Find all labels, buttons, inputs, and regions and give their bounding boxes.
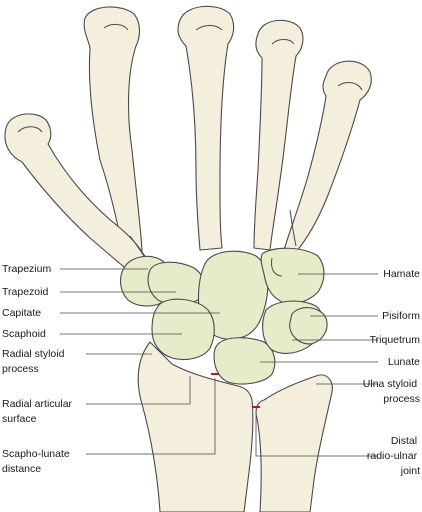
label-lunate: Lunate	[388, 356, 420, 368]
metacarpal-bones	[4, 5, 372, 273]
forearm-bones	[137, 341, 333, 512]
ulna	[255, 374, 333, 512]
label-triquetrum: Triquetrum	[370, 334, 421, 346]
label-pisiform: Pisiform	[382, 310, 420, 322]
measurement-markers	[211, 373, 260, 408]
scaphoid	[151, 298, 215, 361]
lunate	[213, 337, 276, 385]
hamate	[260, 247, 325, 305]
labels-right: Hamate Pisiform Triquetrum Lunate Ulna s…	[363, 268, 420, 477]
label-scaphoid: Scaphoid	[2, 328, 46, 340]
label-scapho-lunate: Scapho-lunate distance	[2, 448, 73, 475]
metacarpal-5	[283, 60, 372, 253]
labels-left: Trapezium Trapezoid Capitate Scaphoid Ra…	[2, 263, 75, 475]
label-radial-styloid: Radial styloid process	[2, 348, 67, 375]
label-ulna-styloid: Ulna styloid process	[363, 378, 420, 405]
leader-lines	[60, 268, 378, 457]
pisiform	[289, 307, 328, 345]
metacarpal-4	[253, 19, 304, 251]
label-trapezoid: Trapezoid	[2, 286, 48, 298]
metacarpal-3	[177, 5, 235, 251]
label-radial-articular: Radial articular surface	[2, 398, 75, 425]
trapezoid	[147, 261, 205, 306]
label-trapezium: Trapezium	[2, 263, 51, 275]
label-druj: Distal radio-ulnar joint	[367, 435, 420, 477]
label-capitate: Capitate	[2, 307, 41, 319]
metacarpal-2	[83, 6, 143, 257]
label-hamate: Hamate	[383, 268, 420, 280]
